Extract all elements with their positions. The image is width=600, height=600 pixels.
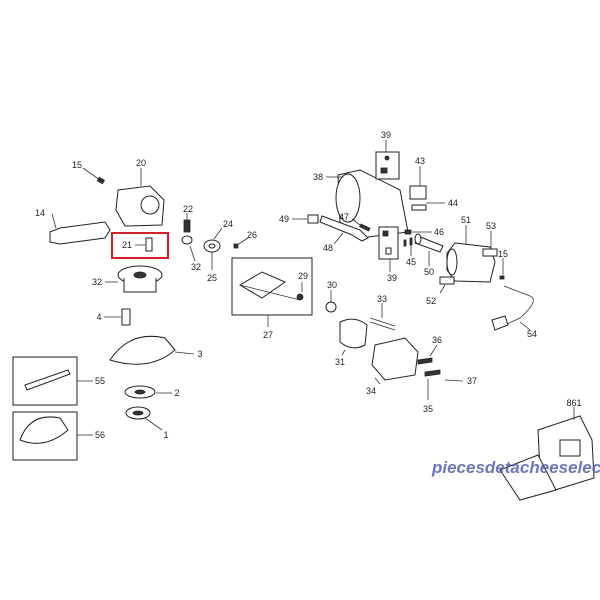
part-label: 39 [387, 273, 397, 283]
part-shapes [12, 140, 595, 501]
part-label: 30 [327, 280, 337, 290]
part-label: 21 [122, 240, 132, 250]
part-label: 48 [323, 243, 333, 253]
highlight-box-part-21 [111, 232, 169, 259]
part-label: 56 [95, 430, 105, 440]
part-labels: 15 20 14 21 32 4 3 2 1 55 56 22 24 26 32… [35, 130, 582, 440]
part-label: 53 [486, 221, 496, 231]
part-label: 36 [432, 335, 442, 345]
part-label: 44 [448, 198, 458, 208]
part-label: 50 [424, 267, 434, 277]
part-label: 4 [96, 312, 101, 322]
wheel-guard [109, 335, 176, 365]
part-label: 45 [406, 257, 416, 267]
part-label: 33 [377, 294, 387, 304]
part-label: 22 [183, 204, 193, 214]
part-label: 34 [366, 386, 376, 396]
part-label: 1 [163, 430, 168, 440]
part-label: 25 [207, 273, 217, 283]
part-label: 32 [191, 262, 201, 272]
watermark: piecesdetacheeselec.com [431, 458, 600, 477]
part-label: 14 [35, 208, 45, 218]
part-label: 2 [174, 388, 179, 398]
part-label: 29 [298, 271, 308, 281]
part-label: 15 [498, 249, 508, 259]
part-label: 47 [339, 212, 349, 222]
part-label: 38 [313, 172, 323, 182]
part-label: 27 [263, 330, 273, 340]
part-label: 20 [136, 158, 146, 168]
part-label: 49 [279, 214, 289, 224]
part-label: 35 [423, 404, 433, 414]
part-label: 46 [434, 227, 444, 237]
part-label: 3 [197, 349, 202, 359]
part-label: 37 [467, 376, 477, 386]
part-label: 54 [527, 329, 537, 339]
part-label: 31 [335, 357, 345, 367]
part-label: 55 [95, 376, 105, 386]
part-label: 24 [223, 219, 233, 229]
part-label: 39 [381, 130, 391, 140]
part-label: 43 [415, 156, 425, 166]
part-label: 51 [461, 215, 471, 225]
part-label: 26 [247, 230, 257, 240]
part-label: 861 [566, 398, 581, 408]
side-handle [49, 221, 111, 245]
part-label: 32 [92, 277, 102, 287]
part-label: 52 [426, 296, 436, 306]
part-label: 15 [72, 160, 82, 170]
